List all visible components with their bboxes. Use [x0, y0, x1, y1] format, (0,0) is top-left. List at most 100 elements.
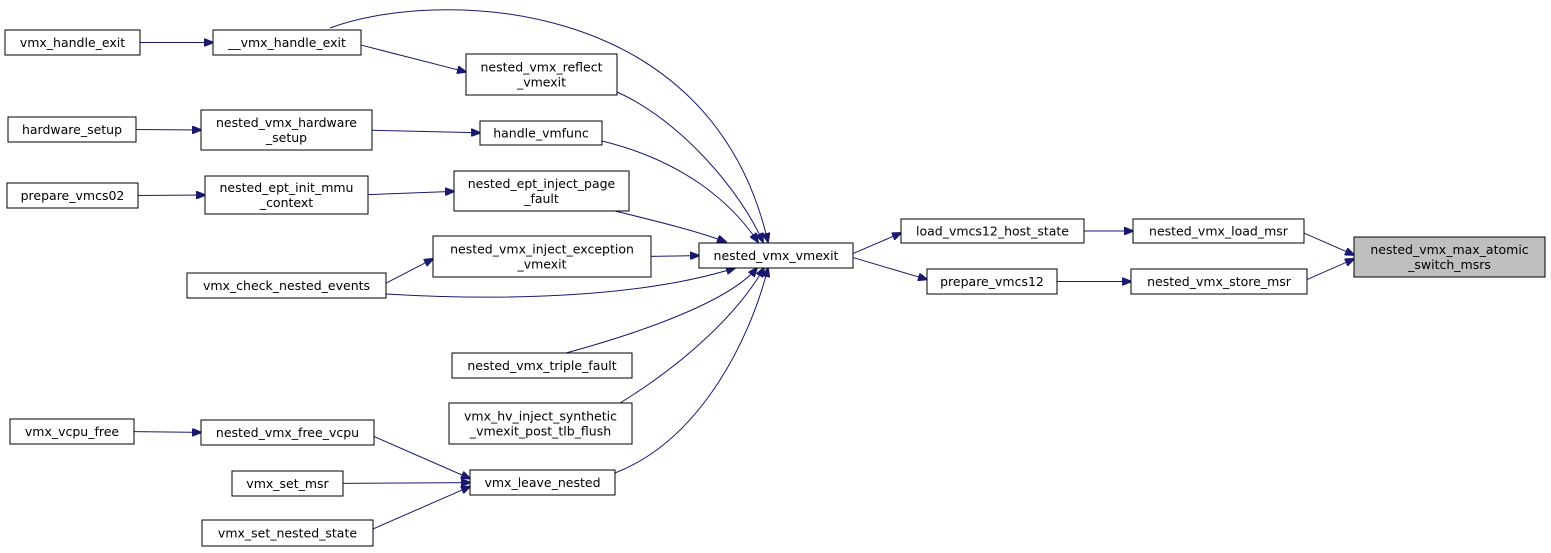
node-label: nested_ept_inject_page [468, 176, 616, 191]
node-vmx_leave_nested[interactable]: vmx_leave_nested [469, 469, 616, 496]
node-label: hardware_setup [22, 122, 122, 137]
node-label: vmx_vcpu_free [25, 424, 120, 439]
node-label: vmx_set_nested_state [218, 526, 357, 541]
node-vmx_check_nested_events[interactable]: vmx_check_nested_events [186, 272, 387, 299]
node-hardware_setup[interactable]: hardware_setup [7, 116, 137, 143]
node-box [9, 418, 135, 445]
node-nested_vmx_hardware_setup[interactable]: nested_vmx_hardware_setup [200, 109, 373, 151]
node-box [201, 519, 374, 547]
edge-__vmx_handle_exit-to-nested_vmx_reflect_vmexit [360, 44, 466, 72]
edge-nested_vmx_inject_exception_vmexit-to-nested_vmx_vmexit [650, 256, 699, 257]
node-nested_vmx_vmexit[interactable]: nested_vmx_vmexit [698, 242, 854, 269]
node-label: _context [259, 195, 313, 210]
node-label: _vmexit_post_tlb_flush [469, 424, 611, 439]
node-label: nested_vmx_reflect [480, 60, 602, 75]
node-box [451, 352, 633, 379]
node-label: prepare_vmcs02 [21, 188, 125, 203]
node-nested_ept_init_mmu_context[interactable]: nested_ept_init_mmu_context [204, 175, 369, 215]
node-label: nested_vmx_store_msr [1147, 274, 1292, 289]
node-box [200, 419, 375, 446]
node-box [698, 242, 854, 269]
node-box [200, 109, 373, 151]
node-box [900, 218, 1085, 244]
node-box [469, 469, 616, 496]
edge-vmx_check_nested_events-to-nested_vmx_vmexit [385, 268, 735, 298]
node-nested_vmx_triple_fault[interactable]: nested_vmx_triple_fault [451, 352, 633, 379]
edge-vmx_set_nested_state-to-vmx_leave_nested [372, 487, 470, 530]
node-label: nested_vmx_triple_fault [467, 358, 616, 373]
edge-vmx_hv_inject_synthetic_vmexit_post_tlb_flush-to-nested_vmx_vmexit [619, 268, 764, 404]
node-label: nested_vmx_inject_exception [450, 242, 634, 257]
node-prepare_vmcs12[interactable]: prepare_vmcs12 [926, 268, 1058, 295]
edge-nested_vmx_vmexit-to-prepare_vmcs12 [852, 257, 927, 280]
node-prepare_vmcs02[interactable]: prepare_vmcs02 [6, 182, 139, 209]
node-box [7, 116, 137, 143]
node-box [448, 402, 633, 445]
node-box [6, 182, 139, 209]
edge-vmx_set_msr-to-vmx_leave_nested [342, 483, 470, 484]
node-nested_ept_inject_page_fault[interactable]: nested_ept_inject_page_fault [453, 170, 630, 212]
edge-nested_vmx_hardware_setup-to-handle_vmfunc [371, 130, 480, 133]
node-box [432, 235, 652, 278]
node-nested_vmx_inject_exception_vmexit[interactable]: nested_vmx_inject_exception_vmexit [432, 235, 652, 278]
node-label: vmx_handle_exit [20, 35, 125, 50]
node-box [204, 175, 369, 215]
node-box [479, 120, 603, 146]
node-vmx_set_msr[interactable]: vmx_set_msr [231, 470, 344, 497]
node-label: _vmexit [516, 75, 566, 90]
node-box [926, 268, 1058, 295]
node-label: _fault [523, 191, 559, 206]
node-label: nested_vmx_free_vcpu [216, 425, 359, 440]
node-label: vmx_leave_nested [484, 475, 600, 490]
edge-vmx_leave_nested-to-nested_vmx_vmexit [614, 268, 768, 474]
node-label: vmx_hv_inject_synthetic [464, 409, 617, 424]
node-box [186, 272, 387, 299]
node-label: nested_vmx_load_msr [1149, 224, 1289, 239]
edge-nested_vmx_triple_fault-to-nested_vmx_vmexit [565, 268, 757, 354]
node-load_vmcs12_host_state[interactable]: load_vmcs12_host_state [900, 218, 1085, 244]
node-box [4, 29, 141, 56]
node-handle_vmfunc[interactable]: handle_vmfunc [479, 120, 603, 146]
node-box [231, 470, 344, 497]
node-box [465, 53, 618, 96]
node-label: nested_ept_init_mmu [220, 180, 354, 195]
edge-handle_vmfunc-to-nested_vmx_vmexit [601, 140, 758, 242]
node-label: _setup [265, 130, 307, 145]
node-label: load_vmcs12_host_state [916, 224, 1069, 239]
node-box [453, 170, 630, 212]
node-box [1132, 218, 1305, 244]
node-nested_vmx_free_vcpu[interactable]: nested_vmx_free_vcpu [200, 419, 375, 446]
node-label: nested_vmx_max_atomic [1370, 242, 1528, 257]
node-box [1353, 236, 1546, 278]
edge-vmx_check_nested_events-to-nested_vmx_inject_exception_vmexit [385, 259, 433, 284]
edge-nested_vmx_load_msr-to-nested_vmx_max_atomic_switch_msrs [1303, 232, 1354, 255]
node-vmx_handle_exit[interactable]: vmx_handle_exit [4, 29, 141, 56]
node-vmx_vcpu_free[interactable]: vmx_vcpu_free [9, 418, 135, 445]
edge-__vmx_handle_exit-to-nested_vmx_vmexit [329, 9, 768, 242]
node-label: handle_vmfunc [493, 126, 589, 141]
edge-nested_vmx_store_msr-to-nested_vmx_max_atomic_switch_msrs [1306, 259, 1354, 280]
node-nested_vmx_reflect_vmexit[interactable]: nested_vmx_reflect_vmexit [465, 53, 618, 96]
node-label: vmx_set_msr [246, 476, 329, 491]
edge-nested_vmx_reflect_vmexit-to-nested_vmx_vmexit [616, 91, 763, 242]
node-box [1130, 268, 1308, 295]
node-vmx_set_nested_state[interactable]: vmx_set_nested_state [201, 519, 374, 547]
edges-layer [133, 9, 1354, 530]
node-__vmx_handle_exit[interactable]: __vmx_handle_exit [212, 29, 362, 56]
node-nested_vmx_store_msr[interactable]: nested_vmx_store_msr [1130, 268, 1308, 295]
node-label: __vmx_handle_exit [227, 35, 346, 50]
node-nested_vmx_load_msr[interactable]: nested_vmx_load_msr [1132, 218, 1305, 244]
edge-vmx_vcpu_free-to-nested_vmx_free_vcpu [133, 432, 201, 433]
node-label: vmx_check_nested_events [203, 278, 370, 293]
node-nested_vmx_max_atomic_switch_msrs[interactable]: nested_vmx_max_atomic_switch_msrs [1353, 236, 1546, 278]
node-label: _vmexit [516, 257, 566, 272]
node-label: nested_vmx_vmexit [714, 248, 839, 263]
nodes-layer: vmx_handle_exit __vmx_handle_exit nested_v… [4, 29, 1546, 547]
node-vmx_hv_inject_synthetic_vmexit_post_tlb_flush[interactable]: vmx_hv_inject_synthetic_vmexit_post_tlb_… [448, 402, 633, 445]
edge-nested_vmx_free_vcpu-to-vmx_leave_nested [373, 436, 470, 479]
node-label: prepare_vmcs12 [940, 274, 1044, 289]
node-label: nested_vmx_hardware [216, 115, 357, 130]
edge-nested_ept_init_mmu_context-to-nested_ept_inject_page_fault [367, 191, 454, 194]
edge-nested_vmx_vmexit-to-load_vmcs12_host_state [852, 233, 901, 254]
